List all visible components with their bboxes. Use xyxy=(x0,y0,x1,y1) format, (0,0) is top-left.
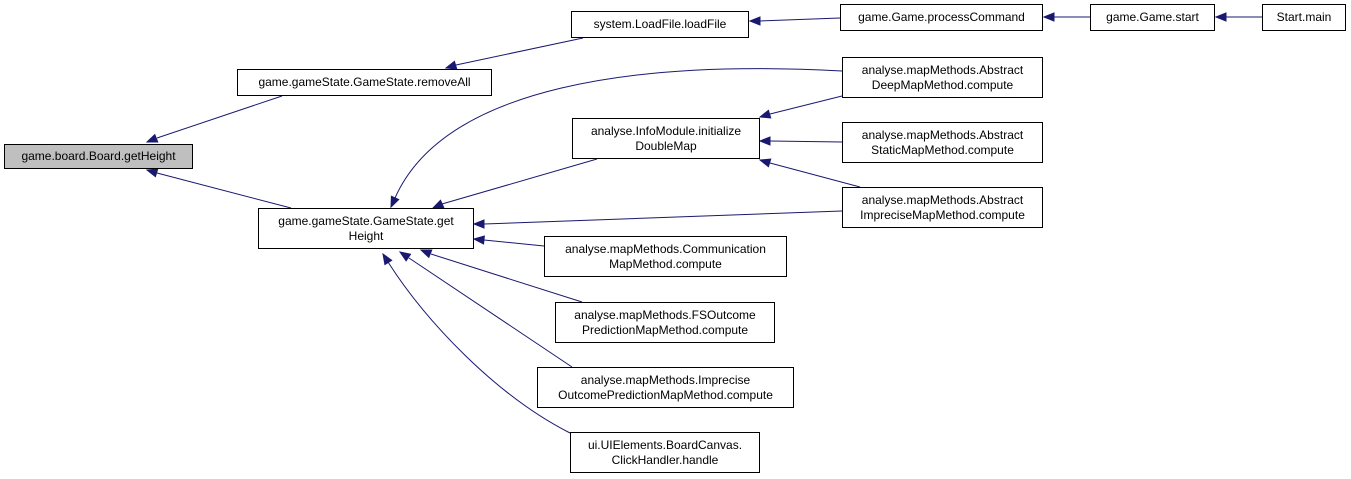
node-label-line1: analyse.mapMethods.Communication xyxy=(565,241,766,256)
node-label-line2: DoubleMap xyxy=(635,138,697,153)
node-label-line2: DeepMapMethod.compute xyxy=(871,77,1014,92)
node-label: game.Game.start xyxy=(1106,10,1199,24)
arrowhead-loadFile-to-removeAll xyxy=(444,60,458,70)
edge-deepMap-to-getHeight_state xyxy=(394,68,843,199)
node-label: system.LoadFile.loadFile xyxy=(593,17,727,31)
node-communicationmapmethod-compute[interactable]: analyse.mapMethods.Communication MapMeth… xyxy=(544,236,787,277)
node-label-line2: ImpreciseMapMethod.compute xyxy=(860,207,1025,222)
node-processcommand[interactable]: game.Game.processCommand xyxy=(840,4,1043,31)
arrowhead-infoModule-to-getHeight_state xyxy=(431,199,445,209)
node-label-line1: analyse.mapMethods.Abstract xyxy=(861,127,1024,142)
edge-loadFile-to-removeAll xyxy=(455,37,584,66)
arrowhead-deepMap-to-getHeight_state xyxy=(390,195,400,209)
node-label: game.gameState.GameState.removeAll xyxy=(258,75,471,89)
node-label-line1: analyse.mapMethods.Abstract xyxy=(861,62,1024,77)
node-label-line1: analyse.InfoModule.initialize xyxy=(590,123,742,138)
node-label-line2: StaticMapMethod.compute xyxy=(871,142,1014,157)
arrowhead-startMain-to-gameStart xyxy=(1214,12,1227,22)
arrowhead-fsOutcome-to-getHeight_state xyxy=(419,249,433,259)
node-game-start[interactable]: game.Game.start xyxy=(1090,4,1215,31)
edge-clickHandler-to-getHeight_state xyxy=(387,261,571,434)
node-label: game.board.Board.getHeight xyxy=(21,149,176,163)
edge-removeAll-to-getHeight_board xyxy=(156,95,283,139)
node-label-line2: Height xyxy=(348,228,384,243)
arrowhead-impreciseMap-to-getHeight_state xyxy=(472,219,485,229)
arrowhead-deepMap-to-infoModule xyxy=(758,109,772,119)
node-label: Start.main xyxy=(1276,10,1332,24)
node-label: game.Game.processCommand xyxy=(858,10,1025,24)
node-loadfile[interactable]: system.LoadFile.loadFile xyxy=(571,11,749,38)
edge-processCommand-to-loadFile xyxy=(759,17,841,22)
node-infomodule-initialize[interactable]: analyse.InfoModule.initialize DoubleMap xyxy=(572,118,760,159)
node-fsoutcome-compute[interactable]: analyse.mapMethods.FSOutcome PredictionM… xyxy=(555,302,775,343)
node-label-line1: analyse.mapMethods.Imprecise xyxy=(580,372,751,387)
node-board-getheight: game.board.Board.getHeight xyxy=(4,144,193,169)
edge-fsOutcome-to-getHeight_state xyxy=(430,253,583,303)
arrowhead-communication-to-getHeight_state xyxy=(472,235,485,245)
node-label-line2: MapMethod.compute xyxy=(609,256,722,271)
node-label-line1: ui.UIElements.BoardCanvas. xyxy=(587,437,743,452)
arrowhead-processCommand-to-loadFile xyxy=(748,16,761,26)
arrowhead-impreciseMap-to-infoModule xyxy=(758,158,772,168)
node-deepmapmethod-compute[interactable]: analyse.mapMethods.Abstract DeepMapMetho… xyxy=(842,57,1043,98)
node-gamestate-removeall[interactable]: game.gameState.GameState.removeAll xyxy=(237,69,492,96)
edge-deepMap-to-infoModule xyxy=(769,95,843,115)
node-start-main[interactable]: Start.main xyxy=(1262,4,1346,31)
edge-infoModule-to-getHeight_state xyxy=(441,158,598,205)
node-label-line2: OutcomePredictionMapMethod.compute xyxy=(558,387,773,402)
edge-impreciseOutcome-to-getHeight_state xyxy=(408,257,573,368)
edge-getHeight_state-to-getHeight_board xyxy=(156,172,292,209)
arrowhead-gameStart-to-processCommand xyxy=(1042,12,1055,22)
edge-impreciseMap-to-infoModule xyxy=(769,162,861,188)
arrowhead-removeAll-to-getHeight_board xyxy=(145,133,159,143)
arrowhead-staticMap-to-infoModule xyxy=(758,136,771,146)
node-impreciseoutcome-compute[interactable]: analyse.mapMethods.Imprecise OutcomePred… xyxy=(537,367,794,408)
node-clickhandler-handle[interactable]: ui.UIElements.BoardCanvas. ClickHandler.… xyxy=(570,432,760,473)
node-label-line2: ClickHandler.handle xyxy=(611,452,719,467)
node-label-line2: PredictionMapMethod.compute xyxy=(581,322,749,337)
node-label-line1: analyse.mapMethods.Abstract xyxy=(861,192,1024,207)
node-imprecisemapmethod-compute[interactable]: analyse.mapMethods.Abstract ImpreciseMap… xyxy=(842,187,1043,228)
node-label-line1: game.gameState.GameState.get xyxy=(278,213,454,228)
edge-communication-to-getHeight_state xyxy=(483,239,545,247)
node-staticmapmethod-compute[interactable]: analyse.mapMethods.Abstract StaticMapMet… xyxy=(842,122,1043,163)
edge-impreciseMap-to-getHeight_state xyxy=(483,210,843,225)
node-gamestate-getheight[interactable]: game.gameState.GameState.get Height xyxy=(258,208,474,249)
edge-staticMap-to-infoModule xyxy=(769,140,843,143)
node-label-line1: analyse.mapMethods.FSOutcome xyxy=(574,307,756,322)
arrowhead-clickHandler-to-getHeight_state xyxy=(382,252,393,266)
arrowhead-impreciseOutcome-to-getHeight_state xyxy=(398,251,412,262)
arrowhead-getHeight_state-to-getHeight_board xyxy=(145,168,159,178)
